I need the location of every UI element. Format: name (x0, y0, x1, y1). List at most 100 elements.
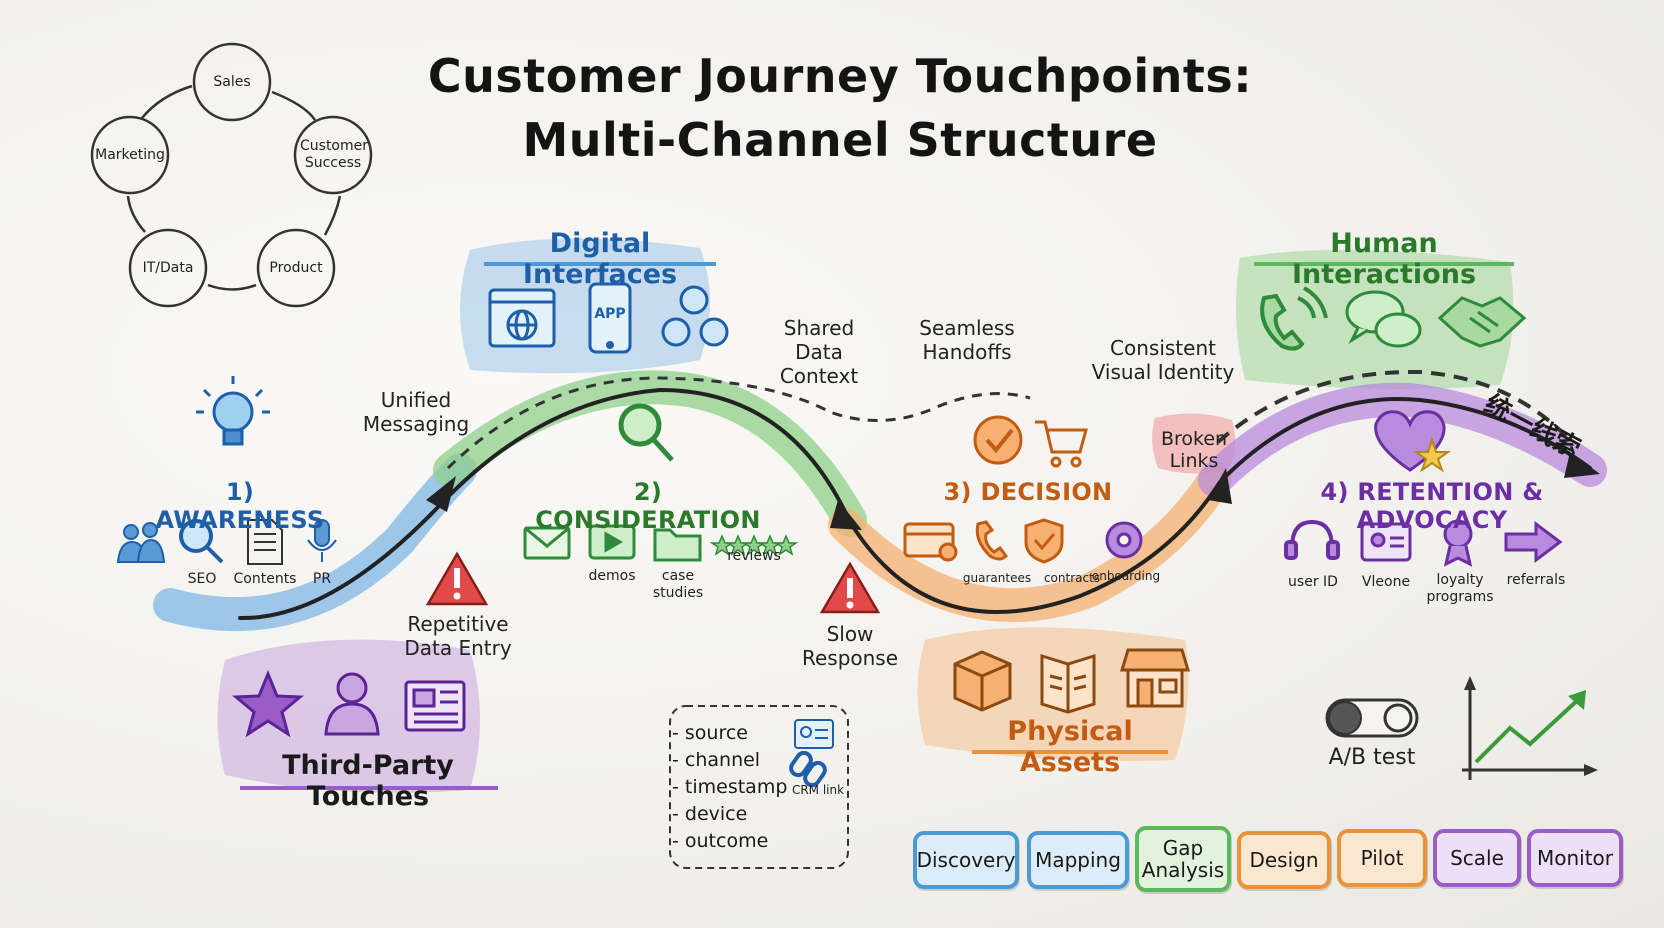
note-unified-messaging: Unified Messaging (362, 388, 470, 436)
journey-line (238, 387, 1592, 621)
retention-item-user-id: user ID (1288, 574, 1338, 590)
title-line-1: Customer Journey Touchpoints: (427, 49, 1253, 103)
group-label-physical: Physical Assets (1007, 716, 1133, 778)
group-label-digital: Digital Interfaces (522, 228, 678, 290)
cycle-arrow (126, 195, 146, 233)
warning-icon (425, 551, 489, 606)
browser-globe-icon (488, 288, 556, 348)
cycle-arrow (271, 90, 317, 121)
stage-decision: 3) DECISION (938, 478, 1118, 506)
retention-item-referrals: referrals (1506, 572, 1566, 588)
cycle-node-marketing (90, 115, 170, 195)
awareness-item-pr: PR (312, 571, 332, 587)
data-field-timestamp: - timestamp (672, 776, 788, 798)
crm-link-label: CRM link (791, 783, 845, 797)
gear-icon (1105, 521, 1143, 559)
ab-test-label: A/B test (1328, 745, 1416, 770)
network-users-icon (661, 285, 729, 347)
chat-bubbles-icon (1345, 290, 1422, 348)
mobile-app-icon (588, 282, 632, 354)
consideration-item-reviews: reviews (727, 548, 781, 564)
newspaper-icon (404, 680, 466, 732)
awareness-item-seo: SEO (187, 571, 217, 587)
journey-arrowhead-4 (1564, 452, 1600, 478)
stage-consideration-label: 2) CONSIDERATION (535, 478, 761, 534)
cart-icon (1035, 420, 1088, 468)
phase-chip-scale: Scale (1433, 829, 1521, 887)
award-ribbon-icon (1443, 519, 1473, 567)
data-field-device: - device (672, 803, 748, 825)
phase-chip-mapping: Mapping (1027, 831, 1129, 889)
shield-icon (1024, 518, 1064, 564)
phase-chip-pilot: Pilot (1337, 829, 1427, 887)
trend-chart-icon (1462, 676, 1598, 780)
note-seamless-handoffs: Seamless Handoffs (919, 316, 1015, 364)
consideration-item-case-studies: case studies (652, 568, 704, 601)
decision-item-contracts: contracts (1043, 571, 1101, 585)
cycle-arrow (207, 283, 257, 291)
phase-chip-monitor: Monitor (1527, 829, 1623, 887)
app-icon-text: APP (594, 306, 626, 322)
cycle-arrow (323, 195, 342, 236)
document-icon (247, 519, 283, 565)
cycle-node-it-data (128, 228, 208, 308)
cycle-label-customer-success: Customer Success (300, 138, 369, 171)
arrow-right-icon (1504, 521, 1563, 563)
cycle-label-marketing: Marketing (95, 147, 165, 163)
page-title: Customer Journey Touchpoints: Multi-Chan… (330, 44, 1350, 172)
handshake-icon (1437, 296, 1527, 348)
cycle-node-product (256, 228, 336, 308)
note-shared-data-context: Shared Data Context (779, 316, 859, 388)
chain-link-icon (789, 750, 827, 788)
phase-chip-design: Design (1237, 831, 1331, 889)
pain-slow-response: Slow Response (801, 622, 899, 670)
microphone-icon (307, 519, 337, 562)
cycle-node-customer-success (293, 115, 373, 195)
book-icon (1040, 653, 1096, 714)
stage-retention-label: 4) RETENTION & ADVOCACY (1320, 478, 1544, 534)
data-field-channel: - channel (672, 749, 761, 771)
cycle-arrow (141, 84, 193, 119)
warning-icon (819, 561, 881, 614)
phase-chip-gap-analysis: Gap Analysis (1135, 826, 1231, 892)
cycle-label-sales: Sales (213, 74, 251, 90)
credit-card-icon (903, 522, 958, 562)
pain-repetitive-data-entry: Repetitive Data Entry (404, 612, 512, 660)
stage-retention: 4) RETENTION & ADVOCACY (1262, 478, 1602, 534)
box-icon (953, 650, 1012, 712)
cycle-label-it-data: IT/Data (142, 260, 194, 276)
stage-consideration: 2) CONSIDERATION (528, 478, 768, 534)
phase-chip-discovery: Discovery (913, 831, 1019, 889)
data-field-outcome: - outcome (672, 830, 769, 852)
stage-awareness: 1) AWARENESS (140, 478, 340, 534)
decision-item-onboarding: onboarding (1091, 569, 1161, 583)
heart-star-icon (1374, 410, 1452, 473)
journey-arrowhead-2 (830, 500, 862, 530)
journey-arrowhead-1 (426, 476, 456, 512)
people-icon (116, 522, 166, 563)
headset-icon (1284, 519, 1340, 560)
journey-arrowhead-3 (1208, 468, 1232, 504)
stage-decision-label: 3) DECISION (943, 478, 1113, 506)
toggle-icon (1325, 698, 1419, 738)
data-fields-list: - source - channel - timestamp - device … (672, 720, 802, 855)
id-card-icon (1360, 522, 1412, 562)
pain-broken-links: Broken Links (1160, 428, 1228, 472)
retention-item-loyalty-programs: loyalty programs (1426, 572, 1494, 605)
cycle-node-sales (192, 42, 272, 122)
dashed-connector-right (1216, 369, 1572, 444)
dashed-connector-upper (446, 376, 1031, 470)
note-consistent-visual-identity: Consistent Visual Identity (1091, 336, 1235, 384)
title-line-2: Multi-Channel Structure (522, 113, 1158, 167)
decision-item-guarantees: guarantees (962, 571, 1032, 585)
group-label-third-party: Third-Party Touches (282, 750, 454, 812)
storefront-icon (1119, 648, 1191, 708)
ribbon-orange (828, 463, 1232, 623)
video-play-icon (588, 524, 636, 560)
id-card-icon (794, 719, 834, 749)
retention-item-vleone: Vleone (1361, 574, 1411, 590)
star-icon (232, 670, 304, 738)
cycle-label-product: Product (269, 260, 323, 276)
checkmark-icon (973, 415, 1023, 465)
